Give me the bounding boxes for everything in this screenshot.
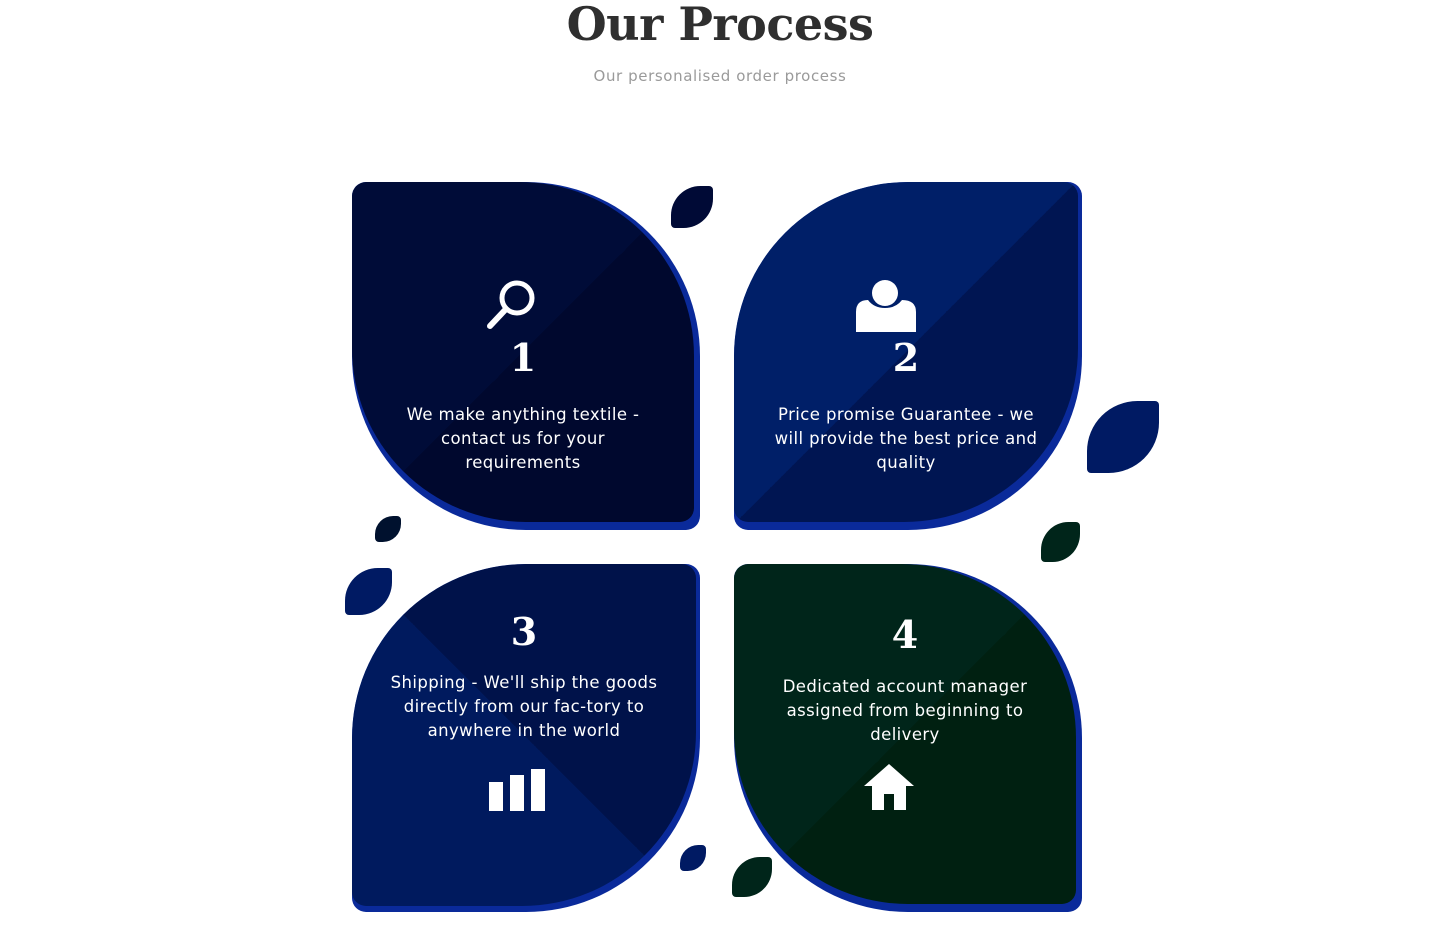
step-number: 2 <box>892 335 920 380</box>
process-step-card-4: 4 Dedicated account manager assigned fro… <box>734 564 1082 912</box>
process-step-card-3: 3 Shipping - We'll ship the goods direct… <box>352 564 700 912</box>
decorative-leaf <box>345 568 392 615</box>
user-icon <box>854 278 918 332</box>
decorative-leaf <box>671 186 713 228</box>
process-step-card-1: 1 We make anything textile - contact us … <box>352 182 700 530</box>
step-description: Dedicated account manager assigned from … <box>782 677 1028 744</box>
step-number: 1 <box>509 335 537 380</box>
home-icon <box>864 764 914 810</box>
decorative-leaf <box>1087 401 1159 473</box>
process-step-card-2: 2 Price promise Guarantee - we will prov… <box>734 182 1082 530</box>
step-number: 3 <box>510 609 538 654</box>
step-number: 4 <box>891 612 919 657</box>
page-title: Our Process <box>566 0 874 51</box>
decorative-leaf <box>680 845 706 871</box>
decorative-leaf <box>732 857 772 897</box>
decorative-leaf <box>375 516 401 542</box>
decorative-leaf <box>1041 522 1080 562</box>
search-icon <box>484 278 540 334</box>
step-description: Price promise Guarantee - we will provid… <box>774 405 1038 472</box>
page-subtitle: Our personalised order process <box>593 67 847 85</box>
step-description: We make anything textile - contact us fo… <box>406 405 640 472</box>
bar-chart-icon <box>489 769 545 811</box>
step-description: Shipping - We'll ship the goods directly… <box>390 673 658 740</box>
